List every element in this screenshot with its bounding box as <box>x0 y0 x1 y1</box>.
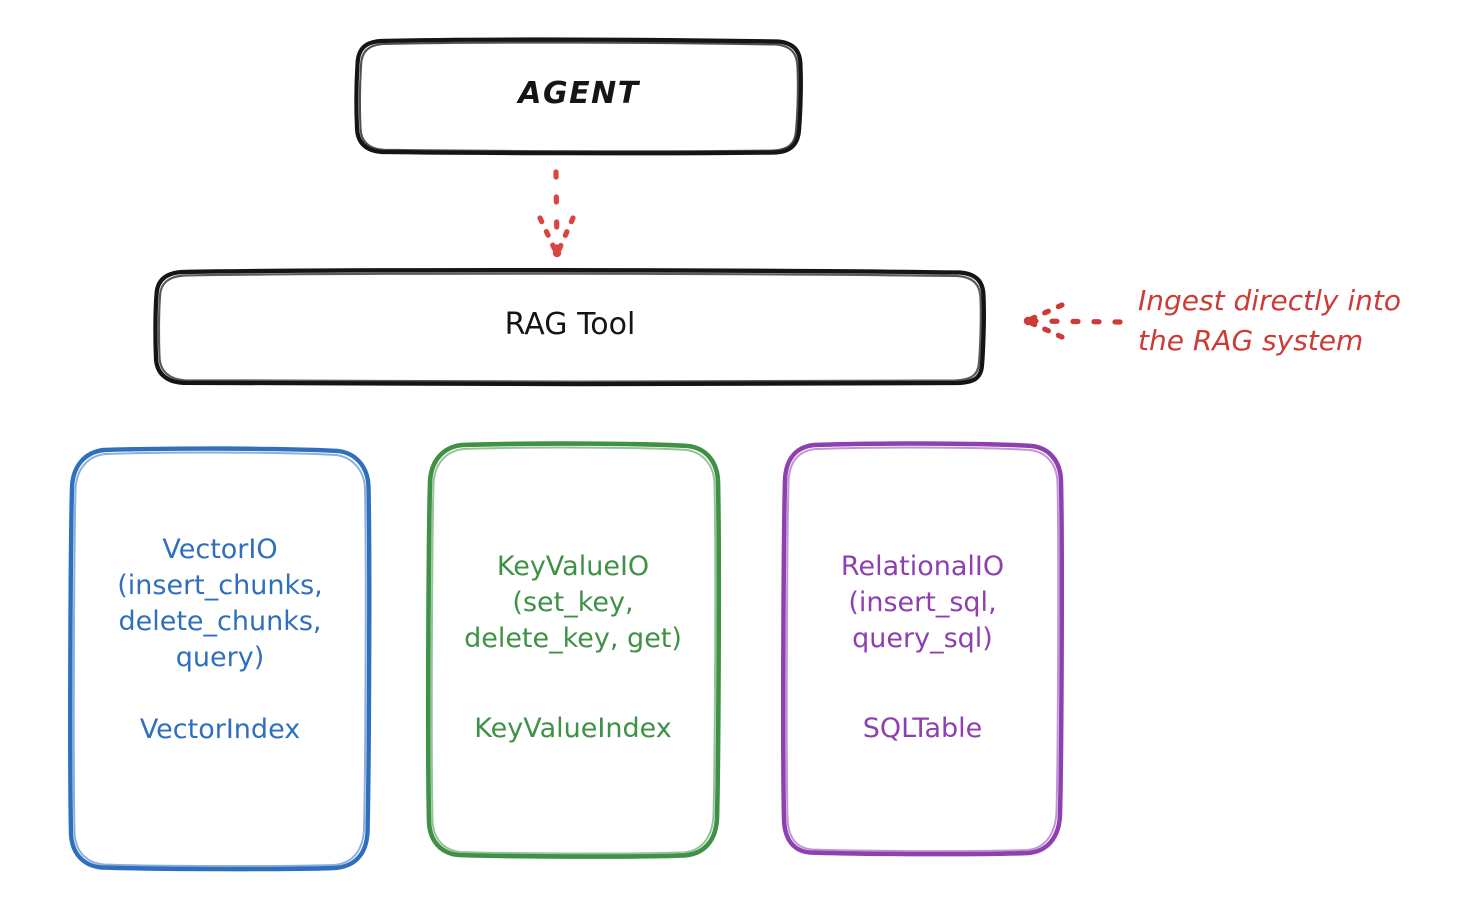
agent-node-label: AGENT <box>518 76 640 111</box>
key-value-io-index-label: KeyValueIndex <box>474 713 672 744</box>
relational-io-index-label: SQLTable <box>862 713 983 744</box>
ingest-to-rag-connector <box>1023 302 1123 340</box>
key-value-io-box-outline <box>425 441 722 859</box>
ingest-annotation-label: Ingest directly into the RAG system <box>1138 284 1402 357</box>
vector-io-index-label: VectorIndex <box>139 714 301 745</box>
rag-tool-box-outline <box>153 268 986 387</box>
agent-box-outline <box>354 37 803 156</box>
rag-tool-node-label: RAG Tool <box>504 307 636 342</box>
vector-io-api-label: VectorIO (insert_chunks, delete_chunks, … <box>117 534 323 673</box>
agent-to-rag-connector <box>537 169 576 258</box>
relational-io-box-outline <box>781 441 1064 857</box>
key-value-io-api-label: KeyValueIO (set_key, delete_key, get) <box>464 551 682 654</box>
relational-io-api-label: RelationalIO (insert_sql, query_sql) <box>840 551 1005 654</box>
vector-io-box-outline <box>68 446 372 872</box>
